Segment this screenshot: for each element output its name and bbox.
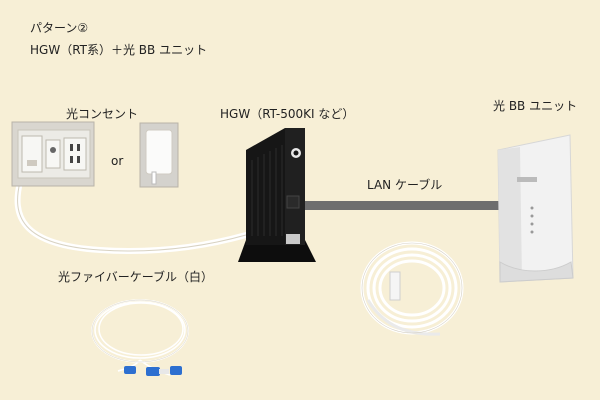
fiber-cable-line	[14, 179, 249, 254]
pattern-subtitle: HGW（RT系）＋光 BB ユニット	[30, 43, 208, 57]
fiber-outlet-label: 光コンセント	[66, 107, 139, 121]
bb-unit-label: 光 BB ユニット	[493, 99, 578, 113]
lan-connection-line	[305, 201, 500, 210]
hgw-label: HGW（RT-500KI など）	[220, 107, 355, 121]
hgw-router-image	[238, 128, 316, 262]
pattern-title: パターン②	[30, 21, 89, 35]
fiber-connector-blue	[124, 366, 182, 376]
optical-bb-unit-image	[497, 134, 574, 283]
fiber-cable-label: 光ファイバーケーブル（白）	[58, 270, 214, 284]
or-label: or	[111, 154, 124, 168]
fiber-cable-coil-image	[91, 299, 189, 376]
lan-cable-label: LAN ケーブル	[367, 178, 443, 192]
wall-outlet-photo	[11, 121, 95, 187]
fiber-outlet-alt-photo	[139, 122, 179, 188]
